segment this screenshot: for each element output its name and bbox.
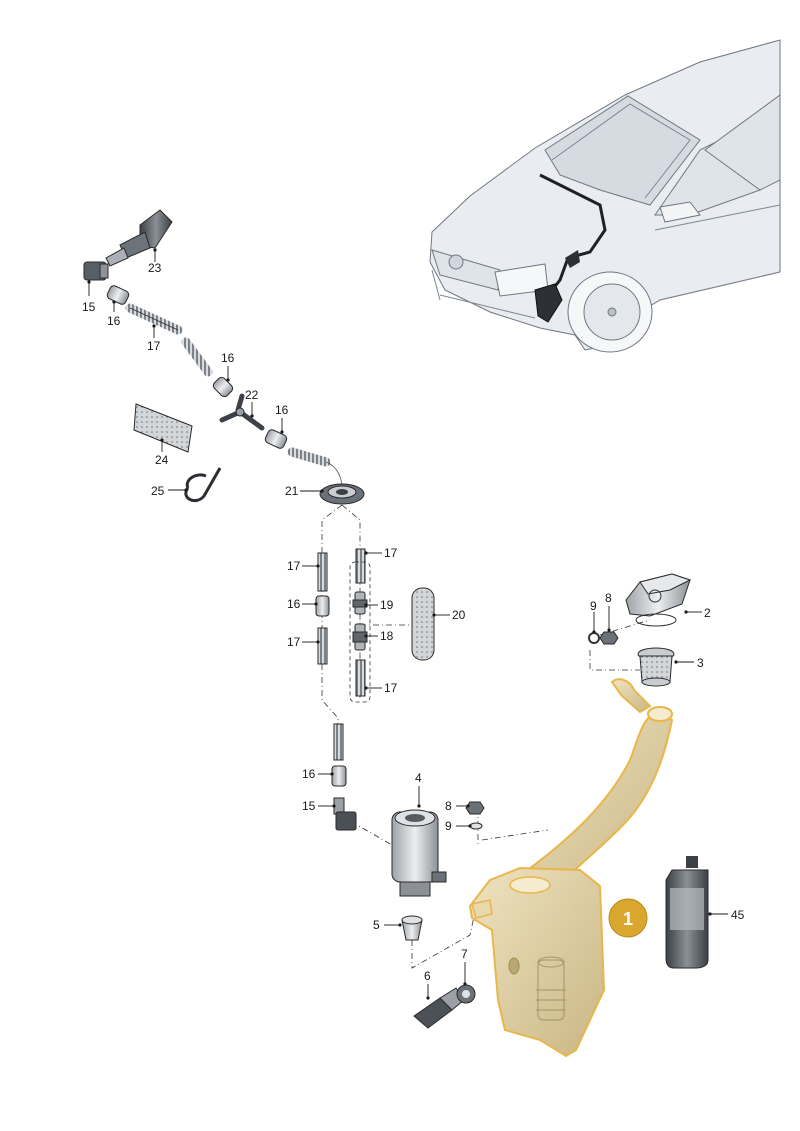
label-15-upper: 15 (82, 300, 96, 314)
label-18: 18 (380, 629, 394, 643)
hose-kit-column (315, 548, 435, 831)
grommet-part-21 (319, 483, 365, 505)
hose-part-17-bottom (333, 723, 344, 761)
hose-part-17-left-b (317, 627, 328, 665)
washer-nozzle-part-23 (105, 209, 173, 267)
label-45: 45 (731, 908, 745, 922)
label-17-c: 17 (287, 635, 301, 649)
hose-sleeve-part-16-b (212, 376, 234, 398)
label-25: 25 (151, 484, 165, 498)
label-17-b: 17 (287, 559, 301, 573)
label-17-a: 17 (147, 339, 161, 353)
label-15-lower: 15 (302, 799, 316, 813)
hose-part-17-left-a (317, 552, 328, 592)
label-5: 5 (373, 918, 380, 932)
label-2: 2 (704, 606, 711, 620)
pump-and-sensors (391, 801, 485, 1029)
part-number-labels: 23 15 16 17 16 22 16 24 25 21 17 16 17 1… (82, 261, 745, 983)
washer-part-9-lower (469, 822, 483, 830)
seal-part-7 (456, 984, 476, 1004)
washer-fluid-bottle-part-45 (665, 856, 709, 969)
filler-cap-part-2 (625, 573, 692, 627)
label-3: 3 (697, 656, 704, 670)
label-6: 6 (424, 969, 431, 983)
vehicle-illustration (429, 39, 781, 353)
label-8-upper: 8 (605, 591, 612, 605)
label-7: 7 (461, 947, 468, 961)
label-17-d: 17 (384, 546, 398, 560)
nut-part-8-lower (465, 801, 485, 815)
hose-part-17-right-b (355, 659, 366, 697)
label-20: 20 (452, 608, 466, 622)
hose-part-17-lower (287, 447, 331, 467)
hose-part-17-right-a (355, 548, 366, 584)
insulation-pad-part-24 (133, 403, 193, 453)
check-valve-part-18 (352, 623, 368, 651)
washer-pump-part-4 (391, 809, 447, 897)
label-9-lower: 9 (445, 819, 452, 833)
washer-part-9-upper (588, 632, 600, 644)
label-23: 23 (148, 261, 162, 275)
hose-part-17-mid (181, 337, 213, 377)
strainer-part-3 (637, 647, 675, 687)
protective-sleeve-part-20 (411, 587, 435, 661)
label-16-d: 16 (287, 597, 301, 611)
nut-part-8-upper (599, 631, 619, 645)
highlighted-part-badge[interactable]: 1 (608, 898, 648, 938)
washer-fluid-reservoir-part-1 (468, 678, 674, 1058)
t-connector-part-22 (219, 393, 265, 431)
connector-part-15-upper (83, 261, 109, 281)
hose-sleeve-part-16-a (106, 285, 130, 305)
label-9-upper: 9 (590, 599, 597, 613)
leader-lines (87, 248, 728, 1000)
label-24: 24 (155, 453, 169, 467)
hose-route-upper (83, 209, 365, 505)
label-1: 1 (623, 909, 633, 929)
connector-part-15-lower (333, 797, 357, 831)
label-8-lower: 8 (445, 799, 452, 813)
hose-sleeve-part-16-left (315, 595, 330, 617)
connector-part-19 (352, 591, 368, 615)
label-16-e: 16 (302, 767, 316, 781)
hose-sleeve-part-16-c (264, 429, 288, 449)
label-4: 4 (415, 771, 422, 785)
label-22: 22 (245, 388, 259, 402)
label-16-c: 16 (275, 403, 289, 417)
label-16-b: 16 (221, 351, 235, 365)
label-16-a: 16 (107, 314, 121, 328)
grommet-part-5 (401, 915, 423, 941)
hose-sleeve-part-16-bottom (331, 765, 347, 787)
label-17-e: 17 (384, 681, 398, 695)
cable-tie-part-25 (184, 467, 222, 502)
label-21: 21 (285, 484, 299, 498)
label-19: 19 (380, 598, 394, 612)
